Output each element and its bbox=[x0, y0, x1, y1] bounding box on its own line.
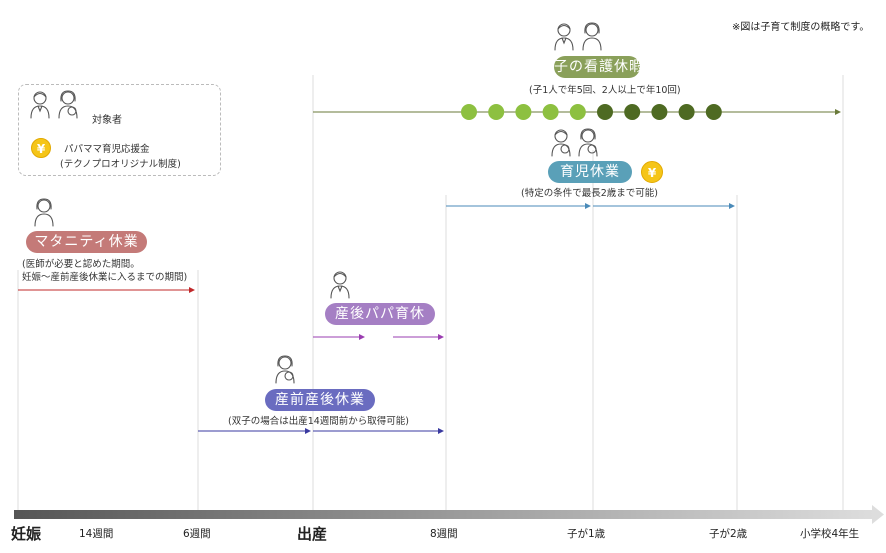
timeline-label-6w: 6週間 bbox=[183, 528, 211, 540]
timeline-label-14w: 14週間 bbox=[79, 528, 114, 540]
nursing-leave-dot bbox=[705, 104, 722, 120]
nursing-leave-dot bbox=[678, 104, 695, 120]
disclaimer-note: ※図は子育て制度の概略です。 bbox=[732, 22, 870, 33]
legend-support-line2: (テクノプロオリジナル制度) bbox=[60, 159, 181, 170]
nursing-leave-dot bbox=[542, 104, 559, 120]
papa-leave-label: 産後パパ育休 bbox=[325, 303, 435, 325]
nursing-leave-dot bbox=[515, 104, 532, 120]
legend-support-line1: パパママ育児応援金 bbox=[64, 144, 150, 155]
mother-icon bbox=[275, 355, 295, 384]
nursing-leave-dot bbox=[488, 104, 505, 120]
mother-icon bbox=[34, 198, 54, 227]
prepost-leave-label: 産前産後休業 bbox=[265, 389, 375, 411]
nursing-leave-note: (子1人で年5回、2人以上で年10回) bbox=[529, 85, 681, 96]
nursing-leave-dot bbox=[597, 104, 613, 120]
timeline-bar bbox=[14, 510, 874, 519]
yen-icon: ¥ bbox=[31, 138, 51, 158]
maternity-leave-note-2: 妊娠～産前産後休業に入るまでの期間) bbox=[22, 272, 188, 283]
nursing-leave-dot bbox=[569, 104, 586, 120]
yen-icon: ¥ bbox=[641, 161, 663, 183]
childcare-leave-label: 育児休業 bbox=[548, 161, 632, 183]
nursing-leave-dot bbox=[651, 104, 668, 120]
childcare-leave-note: (特定の条件で最長2歳まで可能) bbox=[521, 188, 658, 199]
timeline-arrowhead bbox=[872, 505, 884, 524]
timeline-label-grade4: 小学校4年生 bbox=[800, 528, 860, 540]
timeline-label-pregnancy: 妊娠 bbox=[11, 525, 42, 543]
father-icon bbox=[551, 129, 571, 157]
timeline-label-birth: 出産 bbox=[297, 525, 328, 543]
maternity-leave-label: マタニティ休業 bbox=[26, 231, 147, 253]
nursing-leave-dot bbox=[461, 104, 477, 120]
legend-box bbox=[18, 84, 221, 176]
nursing-leave-label: 子の看護休暇 bbox=[554, 56, 643, 78]
father-icon bbox=[30, 91, 50, 119]
timeline-gridlines bbox=[17, 75, 844, 510]
prepost-leave-note: (双子の場合は出産14週間前から取得可能) bbox=[228, 416, 410, 427]
father-icon bbox=[554, 23, 574, 51]
mother-icon bbox=[58, 90, 78, 119]
mother-icon bbox=[582, 22, 602, 51]
mother-icon bbox=[578, 128, 598, 157]
timeline-label-age2: 子が2歳 bbox=[709, 528, 748, 540]
nursing-leave-dot bbox=[624, 104, 641, 120]
maternity-leave-note-1: (医師が必要と認めた期間。 bbox=[22, 259, 140, 270]
nursing-leave-dots bbox=[461, 104, 722, 120]
legend-target-label: 対象者 bbox=[92, 115, 122, 126]
timeline-label-age1: 子が1歳 bbox=[567, 528, 606, 540]
timeline-label-8w: 8週間 bbox=[430, 528, 458, 540]
father-icon bbox=[330, 271, 350, 299]
